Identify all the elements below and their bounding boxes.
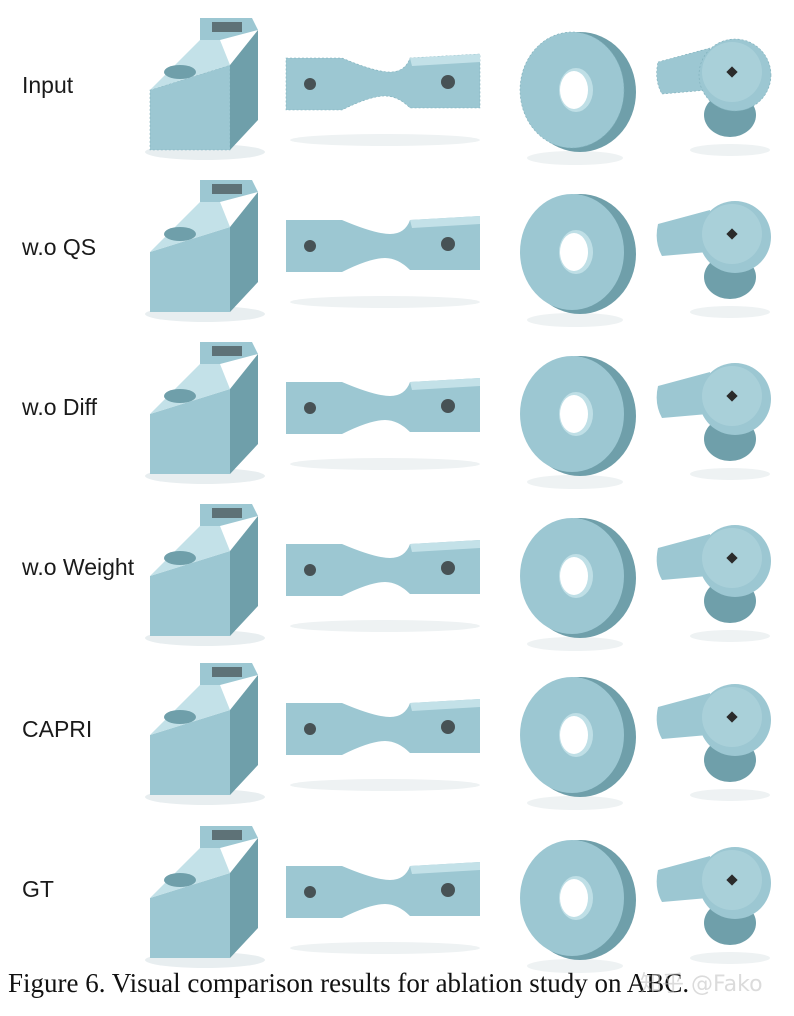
- dogbone-link-render: [280, 496, 490, 656]
- ring-washer-render: [510, 10, 640, 170]
- ring-washer-render: [510, 496, 640, 656]
- bracket-block-image: [145, 826, 265, 968]
- figure-row: Input: [0, 10, 794, 170]
- ring-washer-image: [520, 194, 636, 327]
- ring-washer-render: [510, 334, 640, 494]
- figure-row: w.o Diff: [0, 334, 794, 494]
- dogbone-link-render: [280, 334, 490, 494]
- ring-washer-image: [520, 356, 636, 489]
- bracket-block-image: [145, 663, 265, 805]
- ablation-figure: Input w.o QS: [0, 10, 794, 973]
- bracket-block-render: [140, 655, 270, 815]
- figure-row: w.o QS: [0, 172, 794, 332]
- lever-arm-render: [650, 496, 780, 656]
- dogbone-link-image: [285, 53, 481, 146]
- bracket-block-render: [140, 818, 270, 978]
- figure-row: w.o Weight: [0, 496, 794, 656]
- ring-washer-render: [510, 655, 640, 815]
- dogbone-link-render: [280, 10, 490, 170]
- bracket-block-image: [145, 180, 265, 322]
- bracket-block-render: [140, 172, 270, 332]
- lever-arm-image: [656, 525, 771, 642]
- row-label: CAPRI: [22, 716, 93, 742]
- dogbone-link-image: [286, 699, 480, 791]
- row-label: w.o QS: [22, 234, 97, 260]
- lever-arm-render: [650, 172, 780, 332]
- lever-arm-image: [656, 38, 772, 156]
- dogbone-link-render: [280, 655, 490, 815]
- ring-washer-image: [520, 518, 636, 651]
- ring-washer-image: [519, 31, 636, 165]
- bracket-block-render: [140, 496, 270, 656]
- ring-washer-render: [510, 818, 640, 978]
- dogbone-link-render: [280, 818, 490, 978]
- ring-washer-image: [520, 677, 636, 810]
- lever-arm-render: [650, 10, 780, 170]
- bracket-block-render: [140, 334, 270, 494]
- row-label: w.o Diff: [22, 394, 97, 420]
- dogbone-link-render: [280, 172, 490, 332]
- lever-arm-image: [656, 847, 771, 964]
- dogbone-link-image: [286, 216, 480, 308]
- row-label: GT: [22, 876, 54, 902]
- bracket-block-image: [145, 504, 265, 646]
- lever-arm-image: [656, 684, 771, 801]
- row-label: w.o Weight: [22, 554, 135, 580]
- bracket-block-render: [140, 10, 270, 170]
- row-label: Input: [22, 72, 74, 98]
- lever-arm-image: [656, 201, 771, 318]
- ring-washer-render: [510, 172, 640, 332]
- dogbone-link-image: [286, 378, 480, 470]
- figure-row: GT: [0, 818, 794, 978]
- figure-row: CAPRI: [0, 655, 794, 815]
- watermark: 知乎 @Fako: [640, 972, 763, 997]
- dogbone-link-image: [286, 862, 480, 954]
- bracket-block-image: [145, 342, 265, 484]
- bracket-block-image: [145, 18, 265, 160]
- lever-arm-image: [656, 363, 771, 480]
- figure-caption: Figure 6. Visual comparison results for …: [8, 968, 690, 998]
- lever-arm-render: [650, 655, 780, 815]
- lever-arm-render: [650, 818, 780, 978]
- dogbone-link-image: [286, 540, 480, 632]
- lever-arm-render: [650, 334, 780, 494]
- ring-washer-image: [520, 840, 636, 973]
